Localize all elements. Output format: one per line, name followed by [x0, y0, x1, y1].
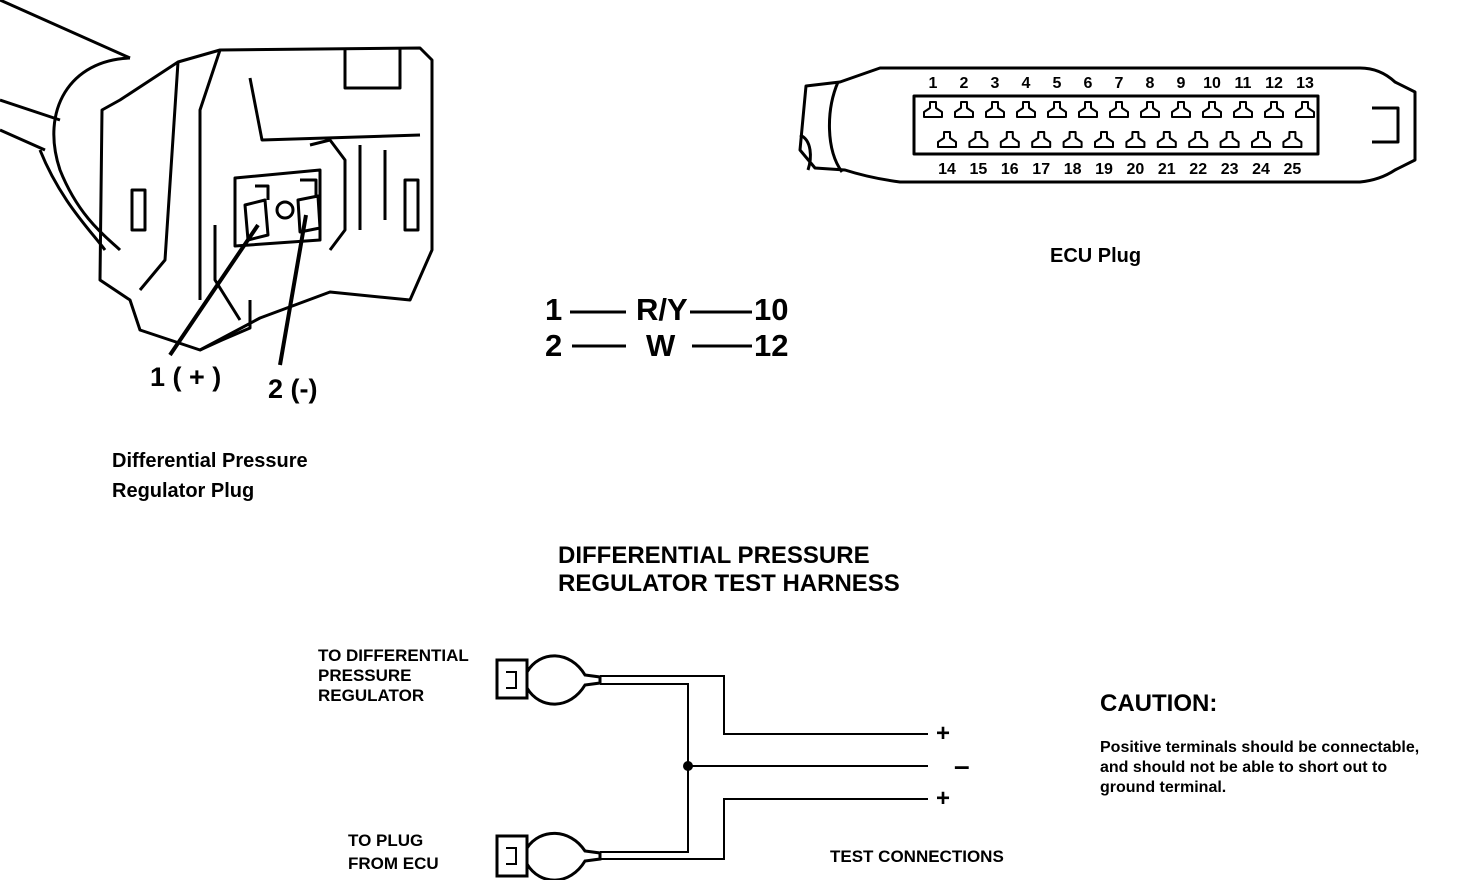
- harness-title-line2: REGULATOR TEST HARNESS: [558, 570, 900, 597]
- ecu-pin-number: 20: [1127, 161, 1145, 178]
- ecu-pin-terminal: [1188, 131, 1209, 148]
- ecu-pin-terminal: [1062, 131, 1083, 148]
- ecu-pin-terminal: [1016, 101, 1036, 118]
- ecu-pin-terminal: [1295, 101, 1315, 118]
- regulator-pin1-label: 1 ( + ): [150, 362, 222, 392]
- ecu-pin-terminal: [1219, 131, 1240, 148]
- ecu-pin-number: 16: [1001, 161, 1019, 178]
- to-ecu-line2: FROM ECU: [348, 854, 439, 873]
- to-regulator-line3: REGULATOR: [318, 686, 425, 705]
- ecu-pin-terminal: [968, 131, 989, 148]
- ecu-pin-terminal: [1031, 131, 1052, 148]
- ecu-pin-number: 2: [960, 75, 969, 92]
- ecu-pin-number: 15: [970, 161, 988, 178]
- regulator-plug-illustration: [0, 0, 434, 366]
- ecu-pin-terminal: [1264, 101, 1284, 118]
- test-plus-top: +: [936, 720, 951, 747]
- ecu-pin-terminal: [1125, 131, 1146, 148]
- wire-row2-to: 12: [754, 328, 789, 363]
- ecu-pin-row-bottom: 14 15 16 17 18 19 20 21 22 23 24 25: [937, 131, 1303, 178]
- wire-row1-to: 10: [754, 292, 789, 327]
- ecu-pin-terminal: [1094, 131, 1114, 148]
- harness-title-line1: DIFFERENTIAL PRESSURE: [558, 542, 870, 569]
- wire-row1-color: R/Y: [636, 292, 688, 327]
- ecu-pin-number: 5: [1053, 75, 1062, 92]
- test-plus-bottom: +: [936, 785, 951, 812]
- ecu-pin-number: 3: [991, 75, 1000, 92]
- regulator-pin2-label: 2 (-): [268, 374, 318, 404]
- ecu-pin-number: 9: [1177, 75, 1186, 92]
- ecu-pin-terminal: [1202, 101, 1222, 118]
- ecu-pin-number: 23: [1221, 161, 1239, 178]
- to-regulator-line1: TO DIFFERENTIAL: [318, 646, 469, 665]
- ecu-pin-terminal: [1047, 101, 1067, 118]
- ecu-pin-terminal: [1156, 131, 1177, 148]
- caution-title: CAUTION:: [1100, 690, 1218, 717]
- ecu-pin-number: 7: [1115, 75, 1124, 92]
- ecu-pin-number: 10: [1203, 75, 1221, 92]
- ecu-pin-number: 4: [1022, 75, 1031, 92]
- ecu-pin-number: 21: [1158, 161, 1176, 178]
- ecu-pin-number: 14: [938, 161, 956, 178]
- ecu-pin-terminal: [1233, 101, 1253, 118]
- wiring-table-lines: [570, 310, 752, 348]
- ecu-pin-terminal: [1140, 101, 1160, 118]
- ecu-pin-number: 1: [929, 75, 938, 92]
- ecu-pin-terminal: [937, 131, 957, 148]
- ecu-pin-number: 19: [1095, 161, 1113, 178]
- wire-row2-from: 2: [545, 328, 563, 363]
- ecu-pin-terminal: [923, 101, 943, 118]
- test-minus: –: [954, 750, 970, 781]
- ecu-pin-number: 6: [1084, 75, 1093, 92]
- ecu-pin-number: 13: [1296, 75, 1314, 92]
- caution-line2: and should not be able to short out to: [1100, 759, 1388, 776]
- to-ecu-line1: TO PLUG: [348, 831, 424, 850]
- ecu-pin-number: 17: [1032, 161, 1050, 178]
- caution-line1: Positive terminals should be connectable…: [1100, 739, 1420, 756]
- ecu-pin-number: 18: [1064, 161, 1082, 178]
- ecu-pin-terminal: [999, 131, 1020, 148]
- test-connections-label: TEST CONNECTIONS: [830, 847, 1004, 866]
- wire-row1-from: 1: [545, 292, 563, 327]
- caution-line3: ground terminal.: [1100, 779, 1227, 796]
- ecu-pin-terminal: [954, 101, 974, 118]
- wire-row2-color: W: [646, 328, 676, 363]
- harness-junction-dot: [683, 761, 693, 771]
- ecu-pin-number: 12: [1265, 75, 1283, 92]
- ecu-pin-terminal: [1251, 131, 1271, 148]
- ecu-pin-terminal: [985, 101, 1005, 118]
- ecu-pin-terminal: [1109, 101, 1129, 118]
- ecu-pin-terminal: [1078, 101, 1098, 118]
- ecu-pin-number: 22: [1189, 161, 1207, 178]
- ecu-plug-caption: ECU Plug: [1050, 245, 1142, 267]
- to-regulator-line2: PRESSURE: [318, 666, 412, 685]
- ecu-pin-terminal: [1171, 101, 1191, 118]
- ecu-pin-terminal: [1282, 131, 1303, 148]
- ecu-pin-number: 8: [1146, 75, 1155, 92]
- ecu-pin-number: 25: [1284, 161, 1302, 178]
- regulator-plug-caption-line2: Regulator Plug: [112, 480, 255, 502]
- regulator-plug-caption-line1: Differential Pressure: [112, 450, 308, 472]
- ecu-pin-number: 24: [1252, 161, 1270, 178]
- ecu-pin-number: 11: [1235, 75, 1252, 92]
